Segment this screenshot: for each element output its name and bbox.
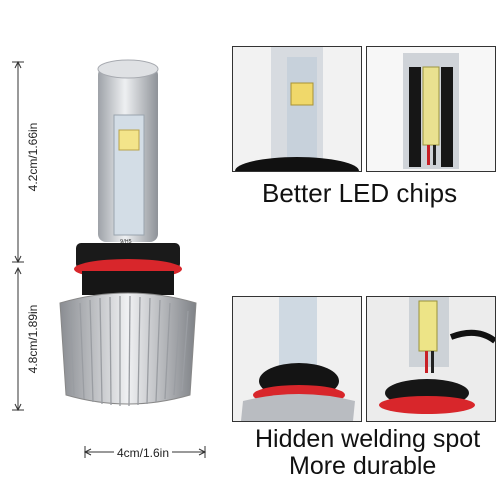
hidden-welding-caption: Hidden welding spot (255, 425, 481, 453)
led-chip-closeup-photo-1 (232, 46, 362, 172)
better-led-chips-caption: Better LED chips (262, 178, 458, 208)
width-label: 4cm/1.6in (114, 446, 173, 460)
led-chip-icon (118, 129, 140, 151)
led-chip-closeup-photo-2 (366, 46, 496, 172)
led-bulb-illustration: 9/H5 (59, 59, 197, 407)
more-durable-caption: More durable (289, 452, 437, 480)
heatsink (59, 292, 197, 405)
lower-height-label: 4.8cm/1.89in (26, 304, 40, 374)
svg-text:9/H5: 9/H5 (120, 239, 132, 245)
upper-height-label: 4.2cm/1.66in (26, 122, 40, 192)
welding-spot-photo-1 (232, 296, 362, 422)
welding-spot-photo-2 (366, 296, 496, 422)
